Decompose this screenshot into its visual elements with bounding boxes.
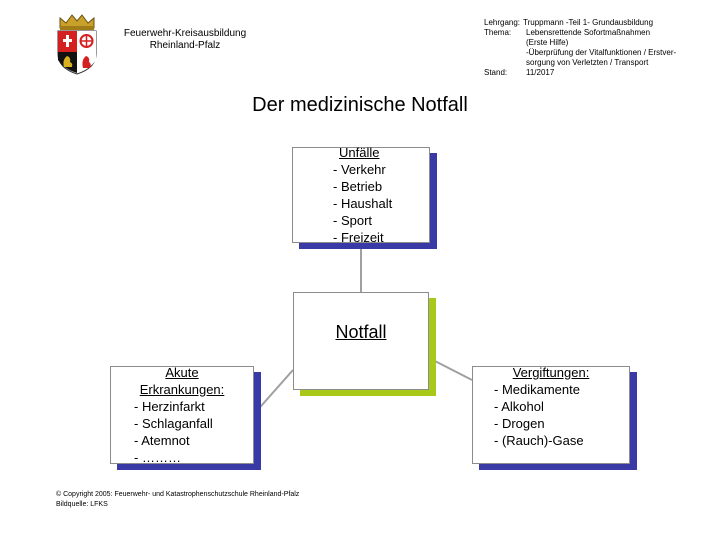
akut-heading-line-2: Erkrankungen:: [139, 382, 225, 397]
connector-vergift-notfall: [428, 357, 473, 381]
copyright-text: © Copyright 2005: Feuerwehr- und Katastr…: [56, 491, 300, 498]
connector-akut-notfall: [253, 369, 294, 415]
org-line-2: Rheinland-Pfalz: [149, 40, 221, 51]
akut-item: - Schlaganfall: [134, 416, 213, 431]
akute-erkrankungen-text: Akute Erkrankungen: - Herzinfarkt - Schl…: [110, 364, 254, 466]
unfaelle-item: - Haushalt: [333, 196, 393, 211]
thema-value: Lebensrettende Sofortmaßnahmen (Erste Hi…: [526, 28, 714, 68]
unfaelle-item: - Freizeit: [333, 230, 384, 245]
vergiftungen-text: Vergiftungen: - Medikamente - Alkohol - …: [472, 364, 630, 449]
thema-line: (Erste Hilfe): [526, 38, 569, 47]
footer: © Copyright 2005: Feuerwehr- und Katastr…: [56, 490, 299, 510]
unfaelle-item: - Sport: [333, 213, 373, 228]
stand-value: 11/2017: [526, 68, 555, 77]
thema-line: -Überprüfung der Vitalfunktionen / Erstv…: [526, 48, 677, 57]
notfall-label: Notfall: [335, 322, 387, 342]
vergiftungen-box: [472, 366, 630, 464]
unfaelle-text: Unfälle - Verkehr - Betrieb - Haushalt -…: [333, 144, 392, 246]
vergift-item: - (Rauch)-Gase: [494, 433, 584, 448]
thema-row: Thema: Lebensrettende Sofortmaßnahmen (E…: [484, 28, 714, 68]
vergift-item: - Drogen: [494, 416, 545, 431]
course-metadata: Lehrgang: Truppmann -Teil 1- Grundausbil…: [484, 18, 714, 78]
akut-heading-line-1: Akute: [165, 365, 199, 380]
unfaelle-heading: Unfälle: [339, 145, 380, 160]
bildquelle-text: Bildquelle: LFKS: [56, 501, 108, 508]
thema-line: sorgung von Verletzten / Transport: [526, 58, 649, 67]
stand-row: Stand: 11/2017: [484, 68, 714, 78]
organization-name: Feuerwehr-Kreisausbildung Rheinland-Pfal…: [110, 28, 260, 52]
thema-line: Lebensrettende Sofortmaßnahmen: [526, 28, 651, 37]
vergift-heading: Vergiftungen:: [512, 365, 590, 380]
lehrgang-label: Lehrgang:: [484, 18, 521, 27]
page-title: Der medizinische Notfall: [252, 94, 468, 116]
unfaelle-item: - Verkehr: [333, 162, 386, 177]
akut-item: - ………: [134, 450, 181, 465]
org-line-1: Feuerwehr-Kreisausbildung: [123, 28, 247, 39]
unfaelle-box: [292, 147, 430, 243]
notfall-box: [293, 292, 429, 390]
stand-label: Stand:: [484, 68, 508, 77]
akut-item: - Atemnot: [134, 433, 190, 448]
akut-item: - Herzinfarkt: [134, 399, 205, 414]
unfaelle-item: - Betrieb: [333, 179, 383, 194]
vergift-item: - Medikamente: [494, 382, 580, 397]
thema-label: Thema:: [484, 28, 512, 37]
rheinland-pfalz-coat-of-arms-icon: [57, 14, 97, 75]
lehrgang-row: Lehrgang: Truppmann -Teil 1- Grundausbil…: [484, 18, 714, 28]
vergift-item: - Alkohol: [494, 399, 544, 414]
lehrgang-value: Truppmann -Teil 1- Grundausbildung: [523, 18, 654, 27]
akute-erkrankungen-box: [110, 366, 254, 464]
